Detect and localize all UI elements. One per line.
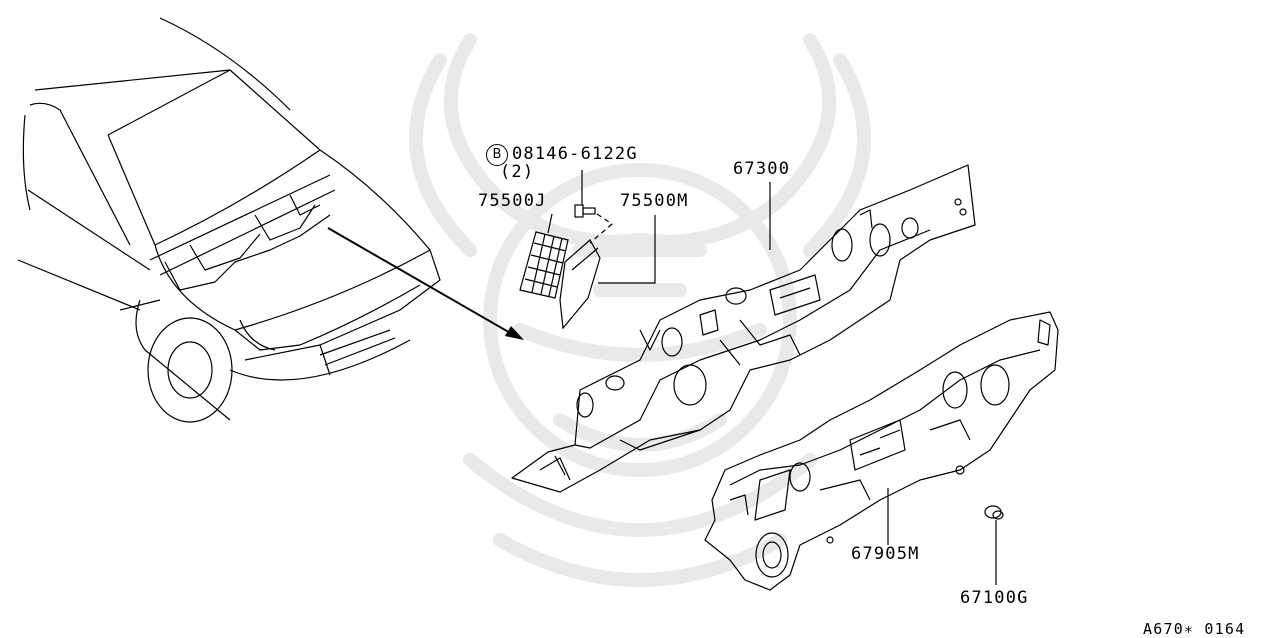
vehicle-front-view: [17, 17, 441, 423]
pad-75500m: [559, 215, 656, 330]
bolt-symbol-circle: B: [486, 144, 508, 166]
bolt-08146: [574, 170, 613, 244]
part-label-67300: 67300: [733, 159, 791, 179]
pointer-arrow: [327, 227, 524, 340]
part-label-67100g: 67100G: [960, 588, 1029, 608]
insulator-67905m: [704, 311, 1059, 591]
samurai-helmet-watermark-icon: [409, 33, 871, 587]
bolt-quantity: (2): [500, 162, 535, 182]
bolt-part-number: 08146-6122G: [512, 144, 638, 164]
clip-67100g: [984, 505, 1004, 585]
grille-75500j: [519, 213, 569, 299]
part-label-75500j: 75500J: [478, 191, 547, 211]
dash-panel-67300: [511, 164, 976, 493]
part-label-75500m: 75500M: [620, 191, 689, 211]
diagram-reference-code: A670∗ 0164: [1143, 620, 1246, 638]
part-label-67905m: 67905M: [851, 544, 920, 564]
